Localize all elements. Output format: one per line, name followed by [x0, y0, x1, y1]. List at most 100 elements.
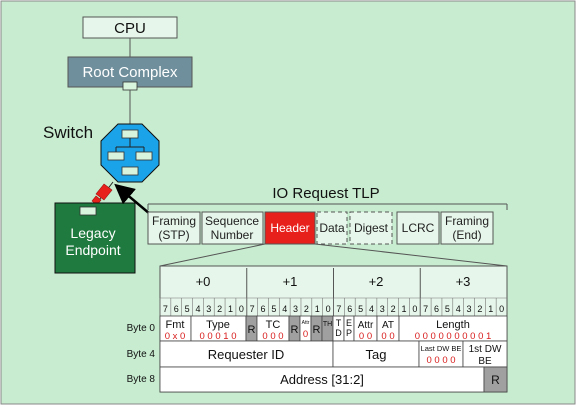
reserved-bit-1: R [248, 324, 256, 336]
bit-number: 1 [315, 304, 320, 314]
bit-number: 3 [467, 304, 472, 314]
reserved-bit-3: R [313, 324, 321, 336]
bit-number: 5 [445, 304, 450, 314]
length-field-label: Length [436, 319, 470, 331]
bit-number: 7 [423, 304, 428, 314]
bit-number: 3 [206, 304, 211, 314]
last-dw-be-label: Last DW BE [421, 344, 462, 353]
bit-number: 2 [304, 304, 309, 314]
offset-plus-2: +2 [369, 274, 384, 289]
tc-field-value: 0 0 0 [262, 331, 283, 342]
byte4-row: Requester ID Tag Last DW BE 0 0 0 0 1st … [159, 340, 508, 368]
bit-number: 4 [456, 304, 461, 314]
bit-number: 7 [163, 304, 168, 314]
switch-downstream-port [121, 166, 139, 176]
bit-number: 7 [336, 304, 341, 314]
svg-text:Digest: Digest [354, 221, 389, 235]
tlp-field-digest: Digest [349, 211, 393, 245]
at-field-value: 0 0 [381, 331, 394, 342]
length-field-value: 0 0 0 0 0 0 0 0 0 1 [415, 331, 492, 342]
tlp-field-lcrc: LCRC [396, 211, 440, 245]
switch-upstream-port [121, 129, 139, 139]
root-complex-port [122, 81, 138, 91]
tlp-field-header: Header [264, 211, 316, 245]
tlp-field-framing-end: Framing (End) [440, 211, 494, 245]
switch-port-right [135, 151, 153, 161]
bit-number: 5 [358, 304, 363, 314]
tlp-field-data: Data [316, 211, 348, 245]
bit-number: 4 [195, 304, 200, 314]
bit-number: 1 [488, 304, 493, 314]
fmt-field-label: Fmt [166, 319, 185, 331]
bit-number: 1 [401, 304, 406, 314]
first-dw-be-label: 1st DW [469, 344, 502, 355]
tlp-title: IO Request TLP [272, 185, 379, 202]
at-field-label: AT [382, 320, 394, 331]
attr-bit-value: 0 [303, 329, 308, 340]
bit-number: 4 [369, 304, 374, 314]
offset-plus-3: +3 [456, 274, 471, 289]
bit-number: 3 [380, 304, 385, 314]
bit-number: 6 [347, 304, 352, 314]
bit-number: 2 [477, 304, 482, 314]
bit-number: 6 [174, 304, 179, 314]
bit-number: 6 [261, 304, 266, 314]
tlp-field-sequence-number: Sequence Number [201, 211, 264, 245]
offset-plus-1: +1 [283, 274, 298, 289]
tag-field: Tag [366, 347, 387, 362]
cpu-label: CPU [114, 20, 146, 37]
switch-label: Switch [43, 123, 93, 142]
type-field-value: 0 0 0 1 0 [200, 331, 237, 342]
svg-text:Header: Header [270, 221, 309, 235]
svg-text:Sequence: Sequence [205, 214, 259, 228]
switch-icon [100, 123, 160, 183]
legacy-endpoint-label-2: Endpoint [65, 242, 120, 258]
address-reserved-bits: R [491, 373, 500, 387]
svg-text:(STP): (STP) [158, 228, 189, 242]
tc-field-label: TC [266, 319, 281, 331]
bit-number: 0 [499, 304, 504, 314]
byte0-row: Fmt 0 x 0 Type 0 0 0 1 0 R TC 0 0 0 R At… [159, 315, 508, 342]
td-bit-label2: D [335, 328, 342, 338]
td-bit-label: T [336, 318, 342, 328]
byte8-row: Address [31:2] R [159, 366, 508, 393]
tlp-field-framing-stp: Framing (STP) [147, 211, 201, 245]
zoom-line-right [314, 243, 508, 267]
tlp-arrow [114, 183, 151, 215]
svg-text:Framing: Framing [445, 214, 489, 228]
bit-number: 7 [250, 304, 255, 314]
svg-text:LCRC: LCRC [402, 221, 435, 235]
bit-number: 0 [326, 304, 331, 314]
bit-number: 0 [412, 304, 417, 314]
bit-number: 4 [282, 304, 287, 314]
bit-number: 1 [228, 304, 233, 314]
row-label-byte8: Byte 8 [127, 374, 156, 385]
bit-number: 5 [185, 304, 190, 314]
bit-number: 2 [391, 304, 396, 314]
bit-number: 3 [293, 304, 298, 314]
legacy-endpoint-label-1: Legacy [70, 225, 115, 241]
bit-number: 0 [239, 304, 244, 314]
svg-text:(End): (End) [452, 228, 481, 242]
svg-text:Number: Number [211, 228, 254, 242]
bit-number: 5 [271, 304, 276, 314]
th-bit: TH [323, 321, 332, 328]
bit-number: 6 [434, 304, 439, 314]
fmt-field-value: 0 x 0 [165, 331, 186, 342]
ep-bit-label: E [346, 318, 352, 328]
attr-bit-label: Attr [302, 320, 310, 326]
attr-field-value: 0 0 [359, 331, 372, 342]
address-field: Address [31:2] [280, 372, 364, 387]
switch-port-left [107, 151, 125, 161]
row-label-byte4: Byte 4 [127, 349, 156, 360]
offset-plus-0: +0 [196, 274, 211, 289]
red-packet-icon [95, 183, 113, 201]
svg-text:Data: Data [319, 221, 345, 235]
legacy-endpoint-port [79, 206, 97, 216]
svg-text:Framing: Framing [152, 214, 196, 228]
reserved-bit-2: R [291, 324, 299, 336]
first-dw-be-label2: BE [478, 356, 492, 367]
